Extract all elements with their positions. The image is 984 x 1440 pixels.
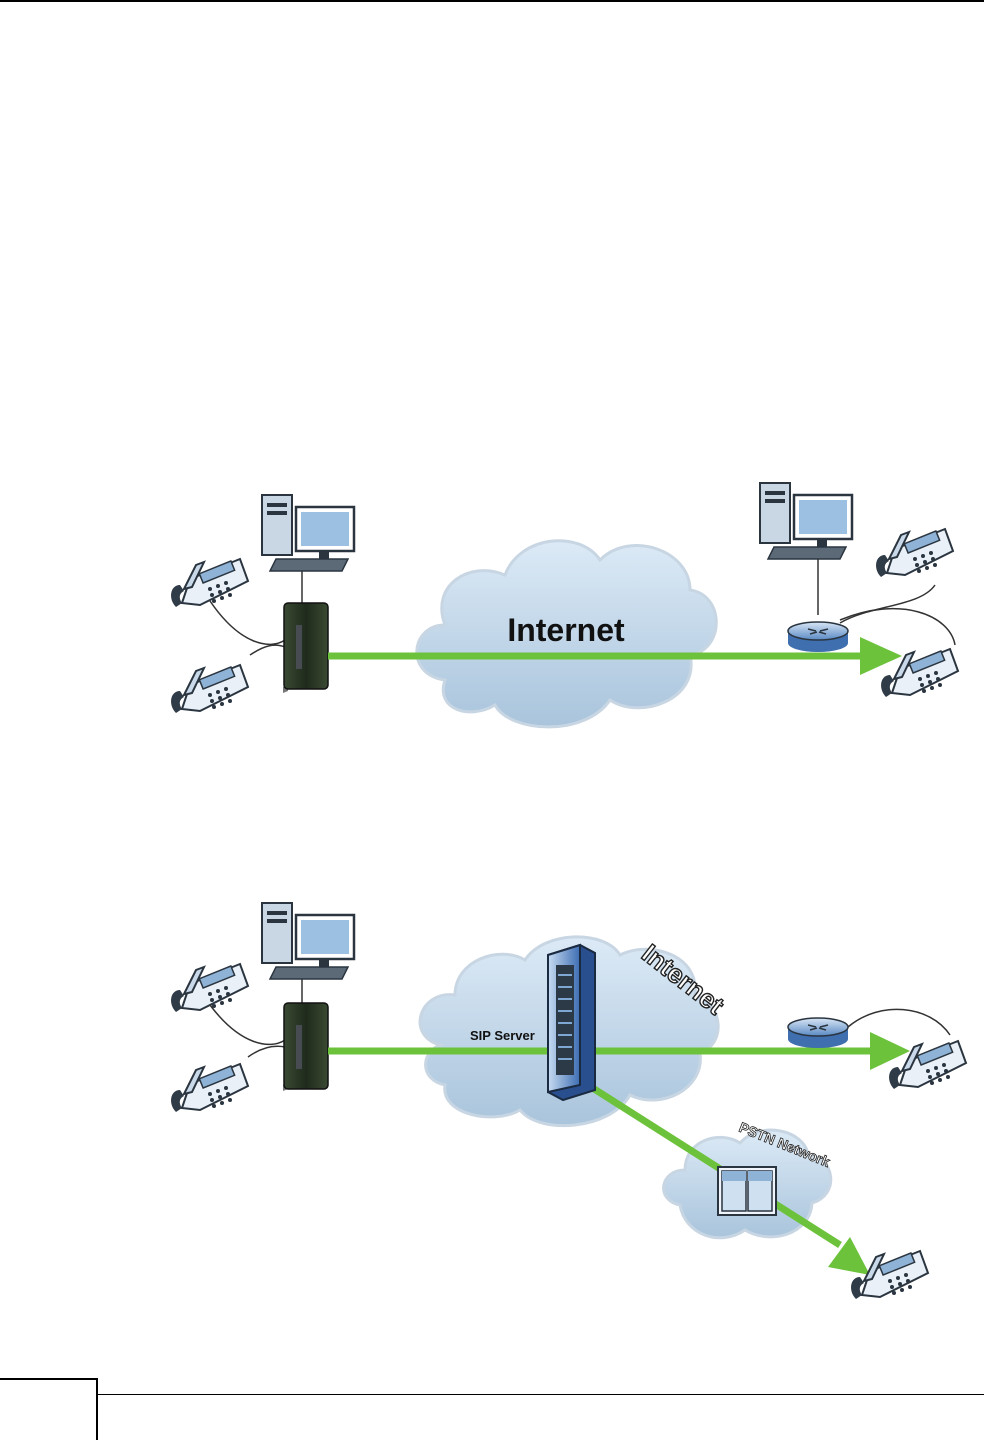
sip-server-call-diagram: Internet PSTN Network SIP Se (0, 895, 984, 1320)
header-rule (0, 0, 984, 2)
router-icon (788, 622, 848, 652)
phone-cable (210, 1005, 285, 1044)
voip-gateway-device-icon (283, 1003, 328, 1091)
page-number-box (0, 1378, 98, 1440)
computer-icon (760, 483, 852, 559)
computer-icon (262, 903, 354, 979)
voip-gateway-device-icon (283, 603, 328, 693)
phone-cable (210, 601, 285, 644)
internet-label: Internet (507, 612, 625, 648)
phone-icon (171, 1064, 248, 1112)
phone-icon (171, 559, 248, 607)
phone-icon (876, 529, 953, 577)
sip-server-label: SIP Server (470, 1028, 535, 1043)
router-icon (788, 1018, 848, 1048)
footer-rule (0, 1394, 984, 1395)
phone-cable (848, 1009, 950, 1035)
phone-icon (171, 665, 248, 713)
pstn-switch-icon (718, 1167, 776, 1215)
sip-server-icon (548, 945, 595, 1100)
peer-to-peer-call-diagram: Internet (0, 475, 984, 740)
phone-icon (851, 1251, 928, 1299)
phone-cable (248, 1046, 285, 1057)
phone-cable (250, 645, 285, 655)
computer-icon (262, 495, 354, 571)
phone-cable (840, 609, 955, 645)
phone-icon (171, 964, 248, 1012)
phone-cable (840, 585, 935, 623)
